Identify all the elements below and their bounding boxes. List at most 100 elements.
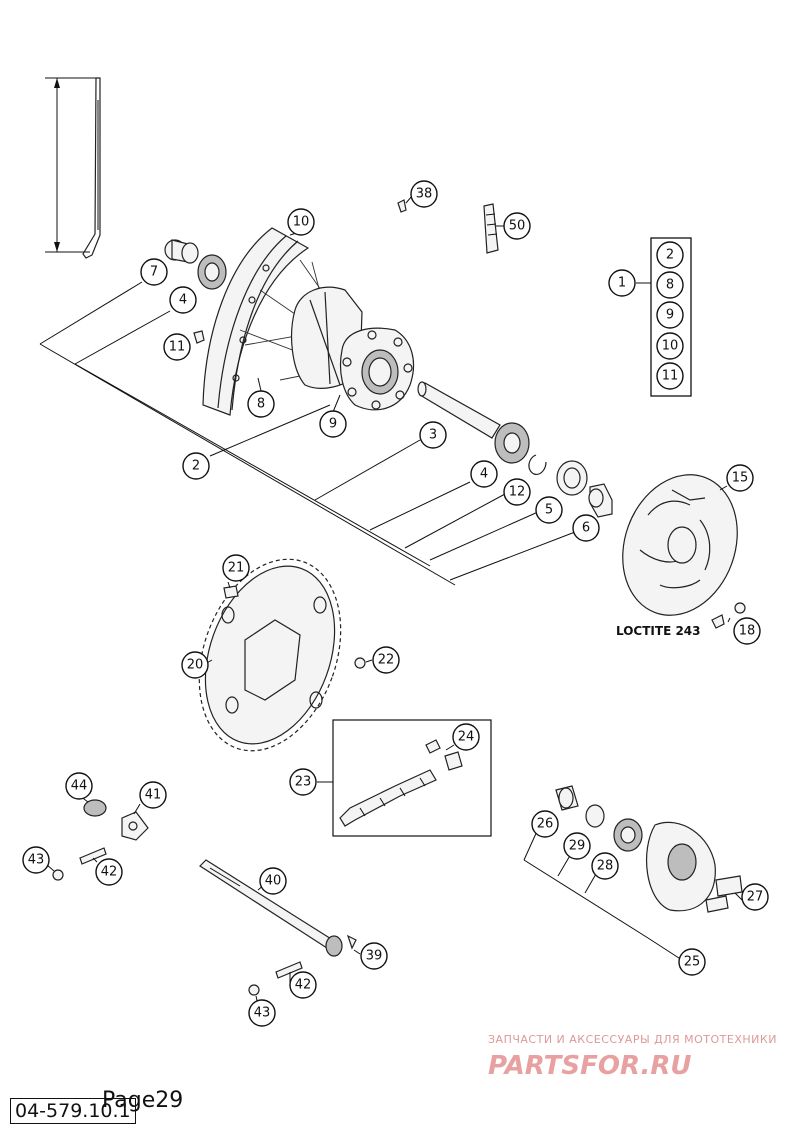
- part-callout: 11: [163, 333, 191, 361]
- callout-number: 12: [509, 485, 526, 500]
- part-callout: 43: [22, 846, 50, 874]
- sprocket-fasteners: [223, 585, 366, 669]
- callout-number: 25: [684, 955, 701, 970]
- callout-circle: [289, 971, 317, 999]
- hub-flange: [339, 327, 415, 411]
- callout-circle: [169, 286, 197, 314]
- part-callout: 9: [319, 410, 347, 438]
- callout-number: 2: [192, 459, 200, 474]
- kit-item-label: 9: [666, 308, 674, 323]
- callout-number: 3: [429, 428, 437, 443]
- part-callout: 25: [678, 948, 706, 976]
- callout-number: 39: [366, 949, 383, 964]
- watermark-brand: PARTSFOR.RU: [488, 1051, 691, 1081]
- part-callout: 12: [503, 478, 531, 506]
- callout-circle: [181, 651, 209, 679]
- part-callout: 39: [360, 942, 388, 970]
- small-screw-drawing: [193, 330, 205, 344]
- kit-item: 11: [656, 362, 684, 390]
- rim-drawing: [202, 227, 310, 416]
- part-callout: 50: [503, 212, 531, 240]
- callout-number: 29: [569, 839, 586, 854]
- callout-circle: [259, 867, 287, 895]
- callout-number: 42: [101, 865, 118, 880]
- part-callout: 18: [733, 617, 761, 645]
- callout-number: 27: [747, 890, 764, 905]
- callout-circle: [319, 410, 347, 438]
- callout-circle: [163, 333, 191, 361]
- part-callout: 29: [563, 832, 591, 860]
- callout-circle: [503, 478, 531, 506]
- callout-number: 5: [545, 503, 553, 518]
- callout-circle: [591, 852, 619, 880]
- watermark-tagline: ЗАПЧАСТИ И АКСЕССУАРЫ ДЛЯ МОТОТЕХНИКИ: [488, 1033, 777, 1046]
- callout-number: 4: [179, 293, 187, 308]
- hub-drawing: [291, 286, 415, 411]
- callout-circle: [572, 514, 600, 542]
- callout-circle: [563, 832, 591, 860]
- lower-adjuster-parts: [248, 961, 303, 996]
- callout-circle: [419, 421, 447, 449]
- part-callout: 10: [287, 208, 315, 236]
- callout-circle: [360, 942, 388, 970]
- part-callout: 44: [65, 772, 93, 800]
- callout-circle: [22, 846, 50, 874]
- drawing-code: 04-579.10.1: [10, 1098, 136, 1124]
- kit-item: 2: [656, 241, 684, 269]
- part-callout: 23: [289, 768, 317, 796]
- callout-circle: [140, 258, 168, 286]
- callout-number: 42: [295, 978, 312, 993]
- callout-circle: [410, 180, 438, 208]
- nipple-valve-drawing: [397, 199, 499, 254]
- seal-drawing: [556, 460, 588, 496]
- callout-number: 23: [295, 775, 312, 790]
- kit-item-label: 2: [666, 248, 674, 263]
- top-spacer-bearing: [164, 239, 227, 290]
- callout-number: 28: [597, 859, 614, 874]
- callout-number: 40: [265, 874, 282, 889]
- spacer-drawing: [588, 483, 613, 518]
- leader-lines: [39, 195, 743, 1006]
- sprocket-drawing: [198, 558, 342, 752]
- part-callout: 6: [572, 514, 600, 542]
- callout-circle: [535, 496, 563, 524]
- callout-number: 4: [480, 467, 488, 482]
- watermark: ЗАПЧАСТИ И АКСЕССУАРЫ ДЛЯ МОТОТЕХНИКИ PA…: [488, 1033, 777, 1081]
- part-callout: 41: [139, 781, 167, 809]
- part-callout: 43: [248, 999, 276, 1027]
- callout-circle: [372, 646, 400, 674]
- loctite-note: LOCTITE 243: [616, 624, 701, 638]
- page-number: Page29: [102, 1088, 184, 1113]
- part-callout: 40: [259, 867, 287, 895]
- callout-circle: [222, 554, 250, 582]
- callout-circle: [726, 464, 754, 492]
- kit-box-label: 1: [618, 276, 626, 291]
- callout-number: 41: [145, 788, 162, 803]
- callout-number: 6: [582, 521, 590, 536]
- callout-number: 24: [458, 730, 475, 745]
- spoke-drawing: [45, 77, 101, 259]
- callout-circle: [289, 768, 317, 796]
- part-callout: 42: [95, 858, 123, 886]
- part-callout: 42: [289, 971, 317, 999]
- callout-circle: [678, 948, 706, 976]
- callout-number: 38: [416, 187, 433, 202]
- part-callout: 22: [372, 646, 400, 674]
- callout-circle: [248, 999, 276, 1027]
- kit-item-label: 8: [666, 278, 674, 293]
- part-callout: 20: [181, 651, 209, 679]
- part-callout: 27: [741, 883, 769, 911]
- part-callout: 26: [531, 810, 559, 838]
- kit-item: 8: [656, 271, 684, 299]
- part-callout: 21: [222, 554, 250, 582]
- callout-circle: [470, 460, 498, 488]
- circlip-drawing: [528, 454, 547, 475]
- callout-circle: [65, 772, 93, 800]
- callout-number: 9: [329, 417, 337, 432]
- axle-drawing: [199, 859, 357, 957]
- callout-number: 26: [537, 817, 554, 832]
- callout-circle: [733, 617, 761, 645]
- callout-number: 22: [378, 653, 395, 668]
- callout-circle: [287, 208, 315, 236]
